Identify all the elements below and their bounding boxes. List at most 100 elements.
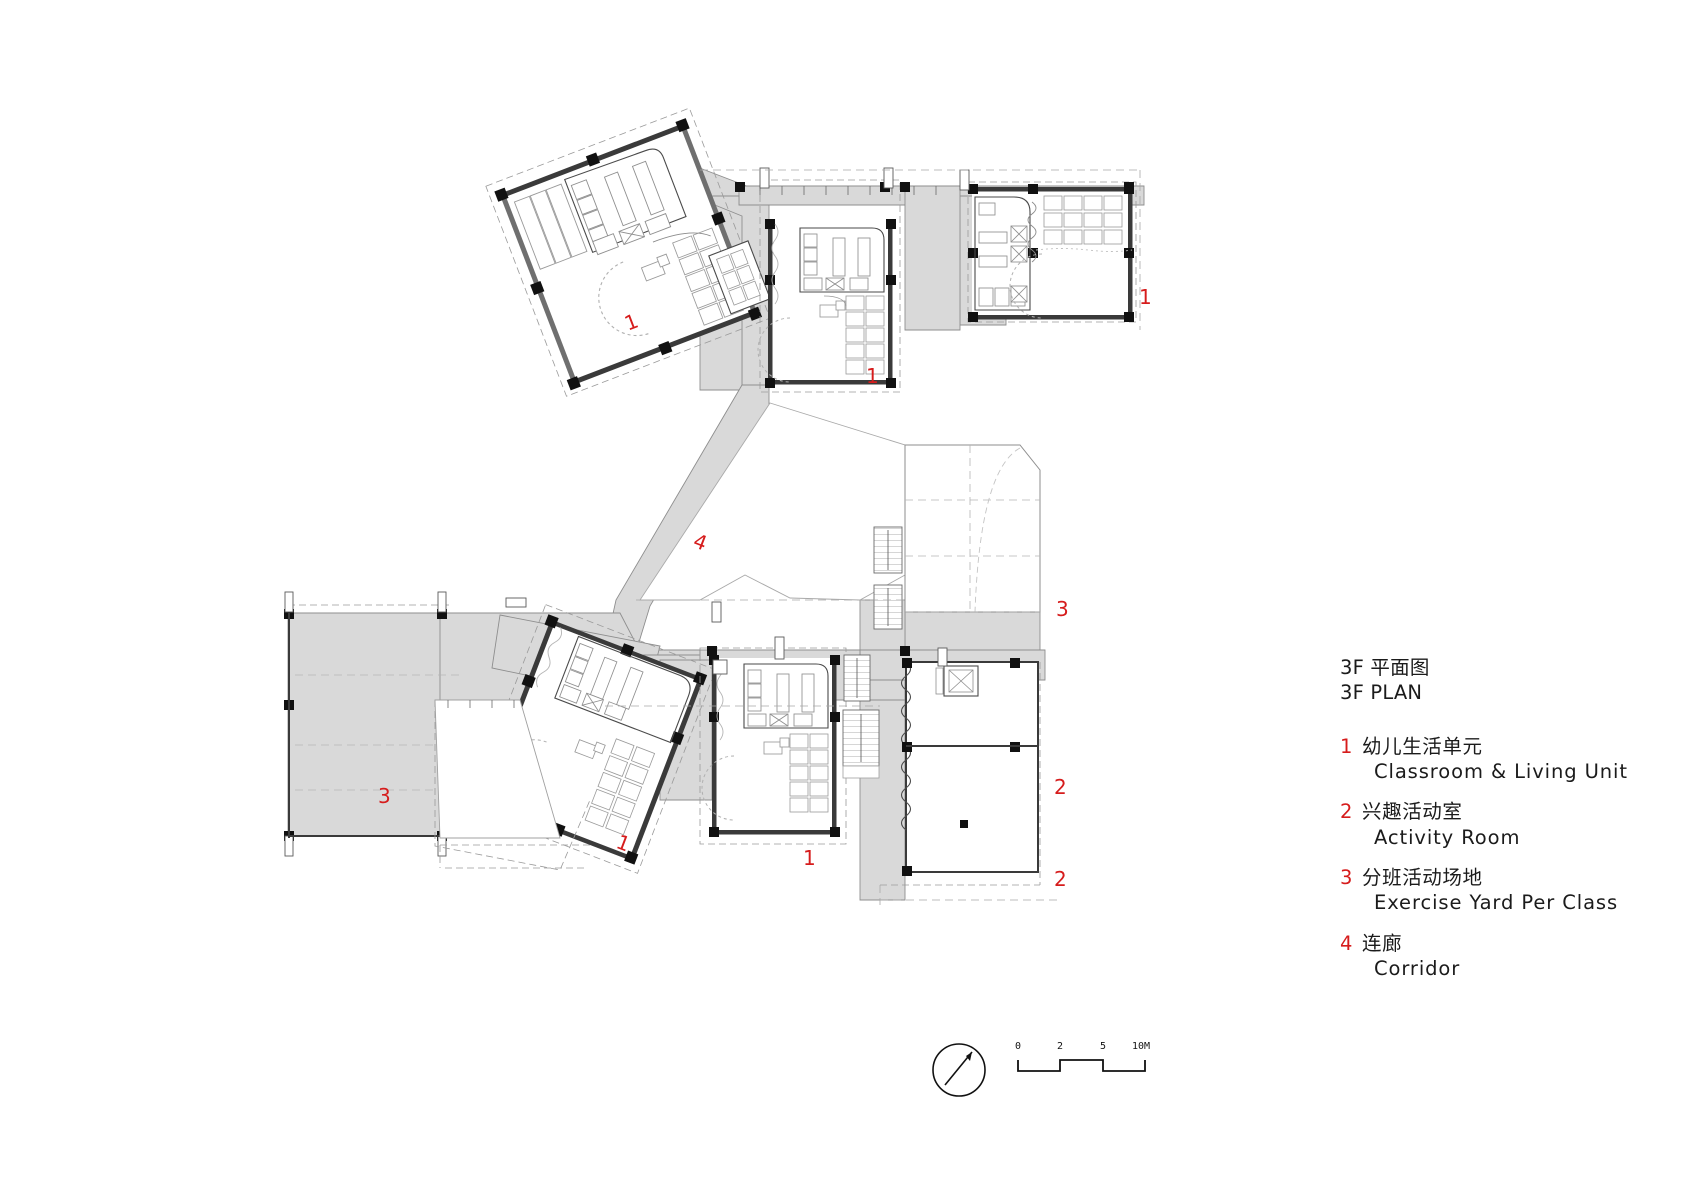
legend-label-4-cn: 连廊 — [1362, 931, 1403, 955]
s-service-core — [743, 663, 829, 729]
legend-panel: 3F 平面图 3F PLAN 1 幼儿生活单元 Classroom & Livi… — [1340, 655, 1670, 996]
legend-title-block: 3F 平面图 3F PLAN — [1340, 655, 1670, 706]
legend-label-1: 幼儿生活单元 Classroom & Living Unit — [1362, 734, 1628, 785]
ne-wall-bottom — [972, 315, 1132, 320]
legend-items: 1 幼儿生活单元 Classroom & Living Unit 2 兴趣活动室… — [1340, 734, 1670, 982]
stair-activity-north — [843, 654, 871, 702]
stair-corridor-mid — [842, 709, 880, 779]
corridor-wall-ticks — [447, 186, 937, 708]
legend-label-4: 连廊 Corridor — [1362, 931, 1460, 982]
room-tag-activity-lower: 2 — [1054, 867, 1067, 891]
yard-east-curve — [974, 447, 1021, 613]
legend-number-3: 3 — [1340, 866, 1353, 890]
n-teacher-desk — [819, 300, 846, 318]
s-service-fixtures — [747, 669, 815, 727]
legend-label-1-cn: 幼儿生活单元 — [1362, 734, 1483, 758]
nw-curved-partition — [652, 232, 711, 243]
room-tag-yard-east: 3 — [1056, 597, 1069, 621]
yard-east-outline — [904, 444, 1041, 613]
nw-columns — [494, 118, 763, 391]
legend-label-2: 兴趣活动室 Activity Room — [1362, 799, 1520, 850]
sw-bed-grid — [584, 738, 656, 836]
plan-title-en: 3F PLAN — [1340, 681, 1423, 705]
ne-soft-edge — [1035, 248, 1133, 252]
n-service-fixtures — [803, 233, 871, 291]
nw-floor — [499, 122, 758, 386]
legend-label-1-en: Classroom & Living Unit — [1374, 760, 1628, 784]
sw-service-core — [554, 635, 691, 744]
n-balcony-dash — [759, 179, 901, 393]
legend-label-3-en: Exercise Yard Per Class — [1374, 891, 1619, 915]
legend-label-2-en: Activity Room — [1374, 825, 1521, 849]
n-curve-partition — [823, 295, 847, 307]
legend-label-4-en: Corridor — [1374, 957, 1461, 981]
legend-number-4: 4 — [1340, 931, 1353, 955]
s-wall-right — [832, 658, 837, 834]
ne-play-circle — [1009, 253, 1043, 319]
s-wavy-screen — [716, 659, 724, 741]
legend-item-4: 4 连廊 Corridor — [1340, 931, 1670, 982]
s-play-circle — [701, 755, 735, 821]
nw-service-fixtures — [570, 160, 672, 256]
n-play-circle — [757, 317, 791, 383]
classroom-unit-ne — [967, 181, 1137, 323]
plan-title-cn: 3F 平面图 — [1340, 656, 1430, 679]
dash-projections-sw — [439, 844, 590, 869]
ne-wavy-screen — [1027, 201, 1037, 263]
room-tag-activity-upper: 2 — [1054, 775, 1067, 799]
plan-geometry — [284, 107, 1146, 1097]
n-wavy-screen — [771, 223, 779, 305]
room-tag-classroom-north: 1 — [866, 364, 879, 388]
n-wall-left — [768, 222, 773, 384]
nw-annex — [708, 240, 771, 315]
scale-bar — [1017, 1059, 1146, 1072]
sw-service-fixtures — [559, 642, 644, 721]
sw-teacher-desk — [574, 739, 606, 760]
stair-east-lower — [873, 584, 903, 630]
n-wall-bottom — [768, 380, 892, 385]
nw-lockers — [513, 183, 588, 270]
yard-east — [904, 444, 1041, 613]
s-teacher-desk — [763, 737, 790, 755]
s-wall-left — [712, 658, 717, 834]
s-wall-bottom — [712, 830, 836, 835]
scale-tick-0: 0 — [1015, 1041, 1022, 1052]
room-tag-classroom-ne: 1 — [1139, 285, 1152, 309]
n-service-core — [799, 227, 885, 293]
corridor-wall-stubs — [505, 167, 970, 667]
nw-play-circle — [598, 261, 651, 337]
north-arrow — [932, 1043, 986, 1097]
legend-item-1: 1 幼儿生活单元 Classroom & Living Unit — [1340, 734, 1670, 785]
stair-east-upper — [873, 526, 903, 574]
room-tag-yard-west: 3 — [378, 784, 391, 808]
scale-tick-10m: 10M — [1132, 1041, 1151, 1052]
n-wall-right — [888, 222, 893, 384]
sw-annex-dash — [434, 700, 591, 871]
legend-number-2: 2 — [1340, 800, 1353, 824]
legend-item-3: 3 分班活动场地 Exercise Yard Per Class — [1340, 865, 1670, 916]
slab-ne-connector — [904, 185, 961, 331]
nw-service-core — [563, 148, 687, 254]
ne-wall-top — [972, 187, 1132, 192]
nw-balcony-dash — [485, 107, 771, 397]
ne-service-core — [974, 196, 1031, 311]
scale-tick-5: 5 — [1100, 1041, 1107, 1052]
legend-label-3: 分班活动场地 Exercise Yard Per Class — [1362, 865, 1618, 916]
yard-west — [284, 591, 520, 857]
ne-service-fixtures — [978, 202, 1028, 307]
sw-wavy-screen — [536, 627, 562, 688]
elevator — [935, 665, 979, 697]
classroom-unit-south — [699, 647, 847, 845]
legend-label-2-cn: 兴趣活动室 — [1362, 800, 1463, 824]
sw-wall-right — [628, 676, 704, 862]
activity-block — [880, 658, 1041, 886]
s-door-box — [712, 659, 728, 675]
ne-bed-grid — [1043, 195, 1123, 245]
sw-balcony-dash — [467, 604, 717, 874]
n-bed-grid — [845, 295, 885, 375]
room-tag-classroom-south: 1 — [803, 846, 816, 870]
nw-teacher-desk — [640, 253, 671, 282]
legend-number-1: 1 — [1340, 734, 1353, 758]
legend-label-3-cn: 分班活动场地 — [1362, 866, 1483, 890]
